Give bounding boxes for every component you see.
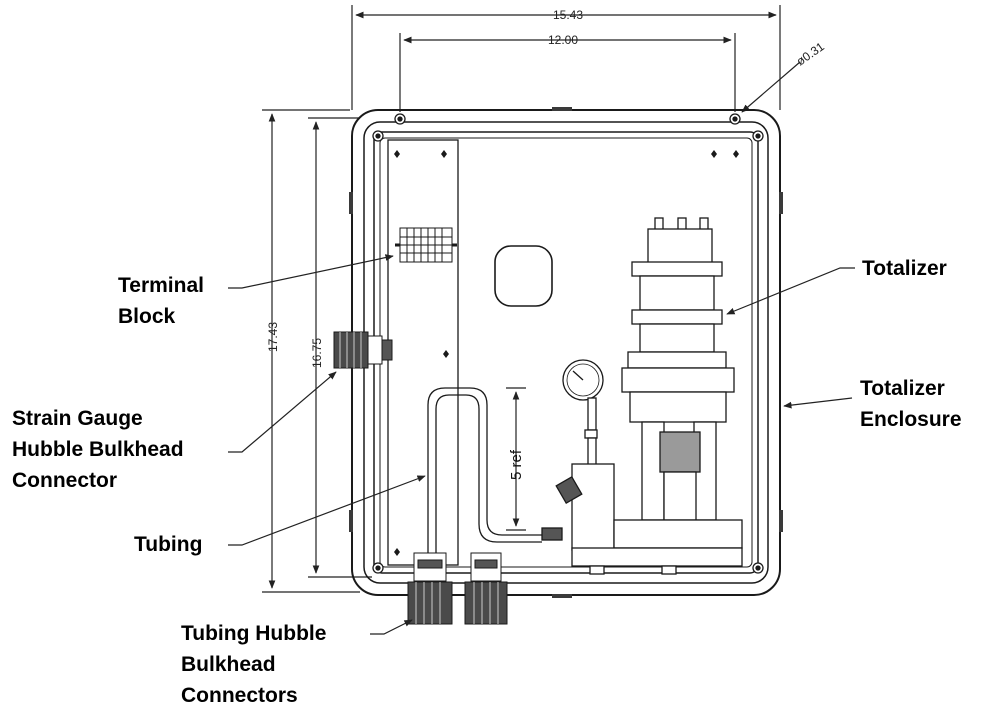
- dim-inner-height-label: 16.75: [310, 338, 324, 368]
- dimension-hole-spacing: [399, 33, 736, 112]
- label-totalizer-enclosure: Totalizer Enclosure: [860, 373, 962, 435]
- label-strain-gauge: Strain Gauge Hubble Bulkhead Connector: [12, 403, 184, 496]
- dimension-tubing-ref: [506, 387, 526, 531]
- label-tubing-hubble-line2: Bulkhead: [181, 653, 276, 676]
- label-totalizer: Totalizer: [862, 253, 947, 284]
- label-terminal-block-line2: Block: [118, 305, 176, 328]
- label-tubing-hubble-line1: Tubing Hubble: [181, 622, 327, 645]
- label-strain-gauge-line3: Connector: [12, 469, 117, 492]
- dim-tubing-ref-label: 5 ref: [508, 449, 525, 480]
- strain-gauge-connector-drawing: [333, 331, 393, 369]
- mounting-holes: [372, 113, 764, 574]
- label-totalizer-enclosure-line1: Totalizer: [860, 377, 945, 400]
- label-strain-gauge-line1: Strain Gauge: [12, 407, 143, 430]
- label-totalizer-enclosure-line2: Enclosure: [860, 408, 962, 431]
- tubing-drawing: [427, 387, 542, 560]
- dim-overall-width-label: 15.43: [553, 8, 583, 22]
- enclosure-latches: [349, 107, 783, 598]
- leader-totalizer: [726, 267, 855, 315]
- dim-hole-diameter-label: ø0.31: [794, 39, 827, 68]
- dimension-overall-height: [262, 109, 360, 593]
- label-tubing-hubble: Tubing Hubble Bulkhead Connectors: [181, 618, 326, 711]
- leader-totalizer-enclosure: [783, 397, 853, 409]
- leader-tubing: [228, 475, 426, 546]
- label-tubing-hubble-line3: Connectors: [181, 684, 298, 707]
- tubing-bulkhead-connectors-drawing: [407, 552, 508, 625]
- leader-strain-gauge: [228, 371, 337, 453]
- label-terminal-block: Terminal Block: [118, 270, 204, 332]
- dimension-inner-height: [308, 117, 372, 578]
- terminal-block-drawing: [395, 227, 457, 263]
- window-cutout: [494, 245, 553, 307]
- totalizer-drawing: [571, 217, 743, 575]
- callout-leaders: [228, 254, 855, 635]
- label-strain-gauge-line2: Hubble Bulkhead: [12, 438, 184, 461]
- label-terminal-block-line1: Terminal: [118, 274, 204, 297]
- label-tubing-line1: Tubing: [134, 533, 203, 556]
- leader-terminal-block: [228, 254, 394, 289]
- label-tubing: Tubing: [134, 529, 202, 560]
- dim-hole-spacing-label: 12.00: [548, 33, 578, 47]
- dimension-hole-diameter: [741, 61, 801, 113]
- panel-markers: [394, 150, 739, 556]
- label-totalizer-line1: Totalizer: [862, 257, 947, 280]
- pressure-gauge-drawing: [541, 359, 615, 551]
- dimension-overall-width: [351, 5, 781, 110]
- dim-overall-height-label: 17.43: [266, 322, 280, 352]
- leader-tubing-hubble: [370, 619, 413, 635]
